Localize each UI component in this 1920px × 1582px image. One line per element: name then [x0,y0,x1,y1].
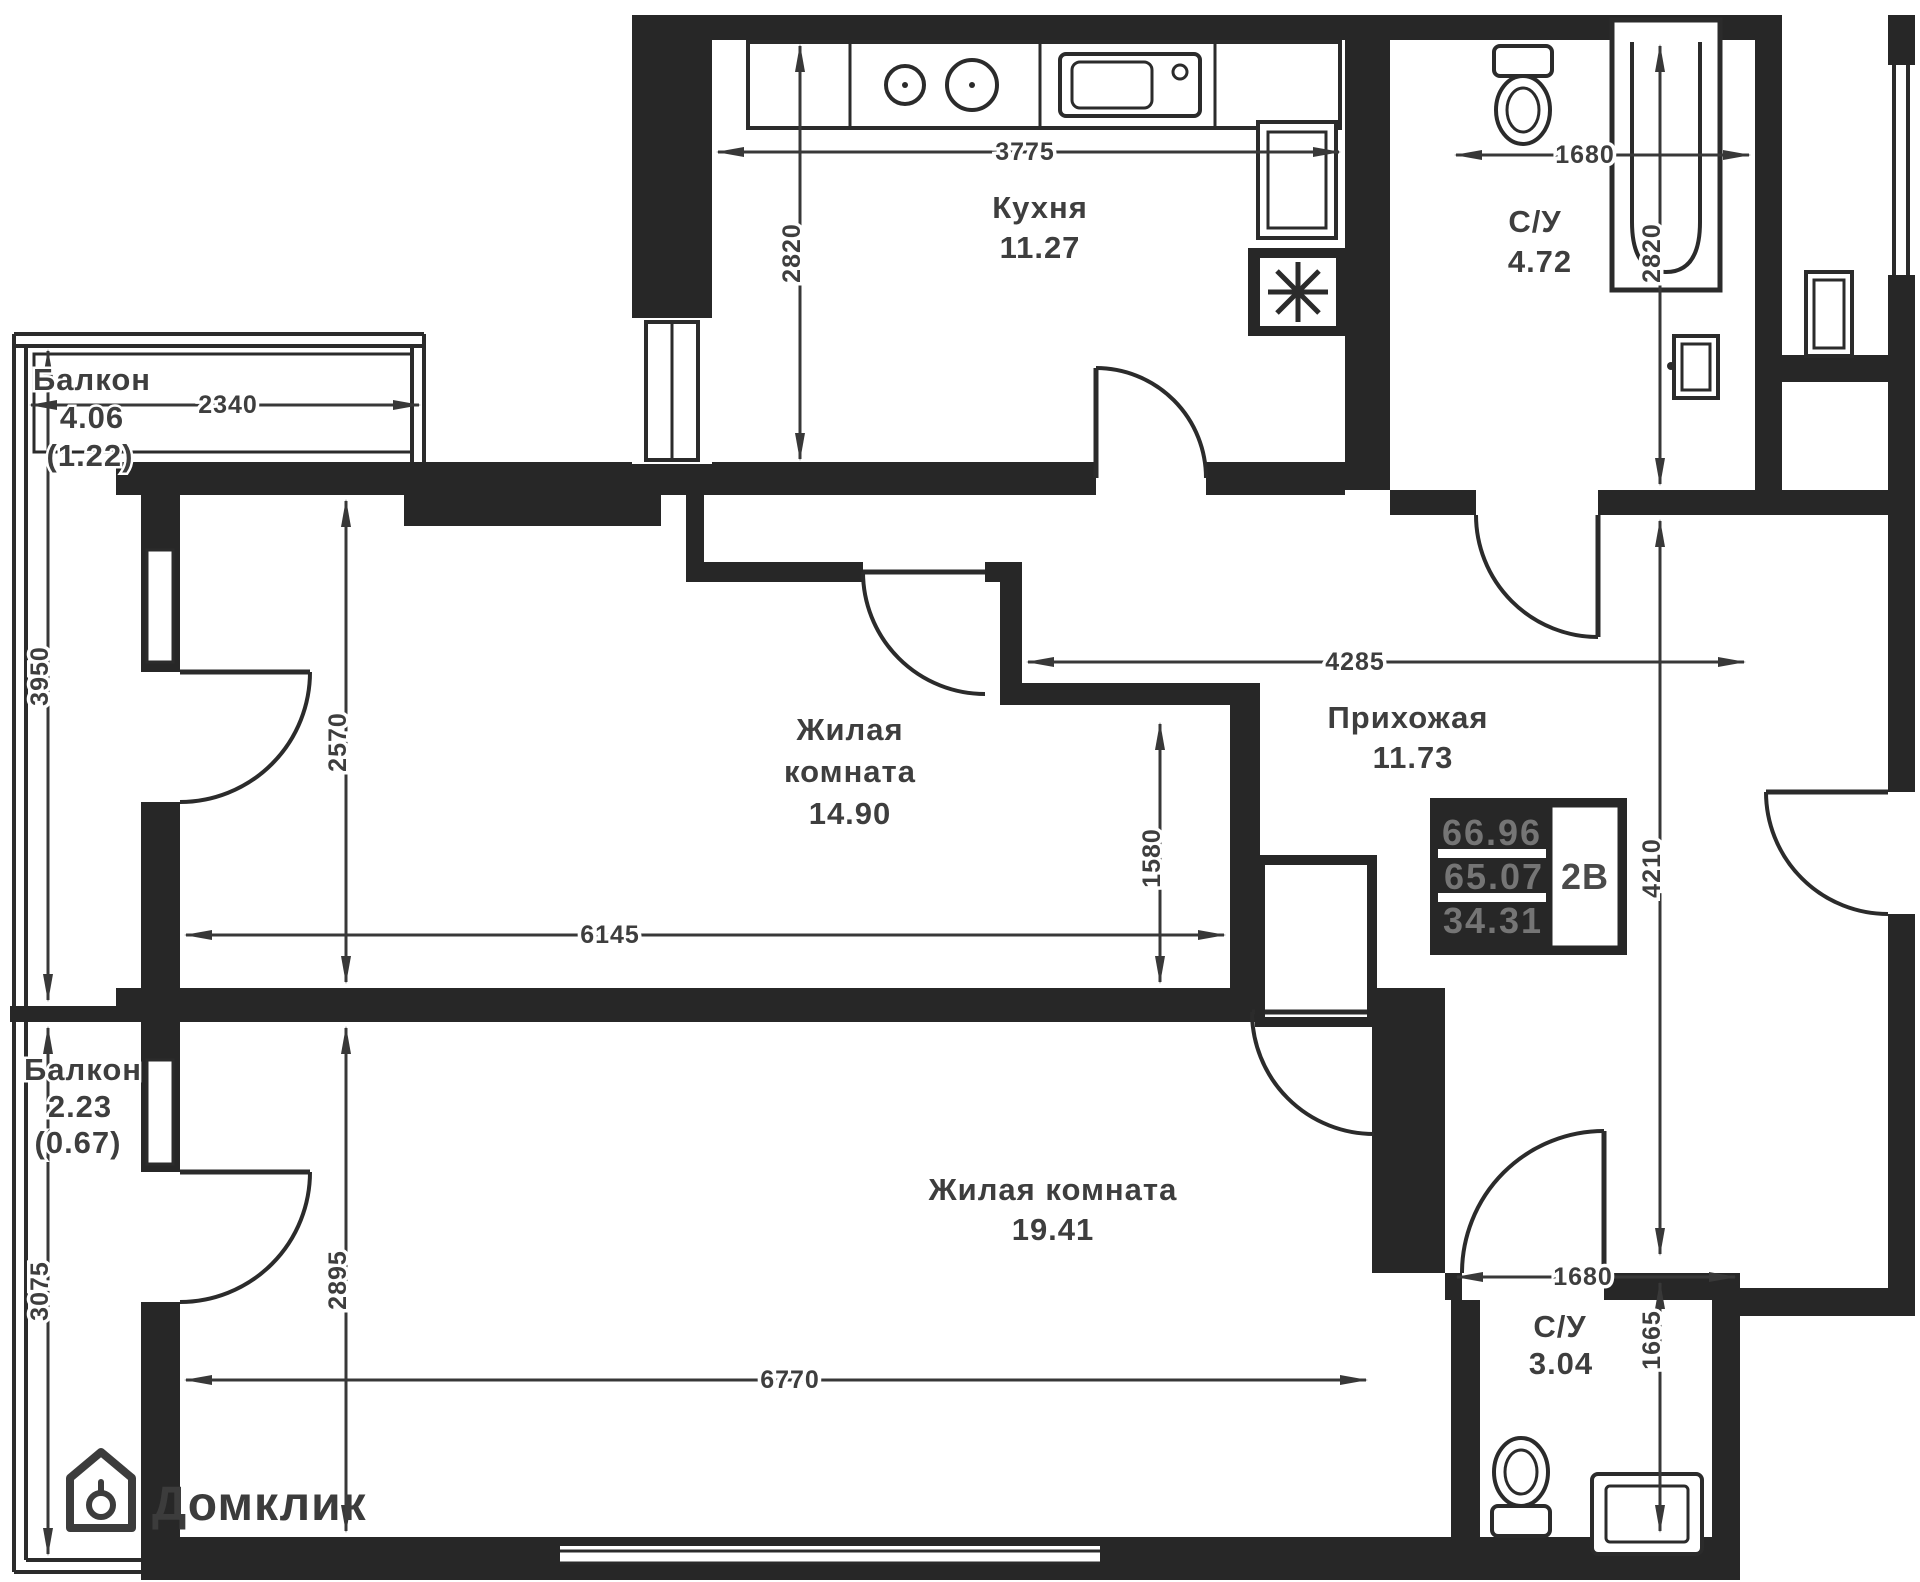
svg-text:Балкон: Балкон [24,1052,142,1087]
svg-text:Балкон: Балкон [33,362,151,397]
svg-text:11.27: 11.27 [1000,230,1081,265]
toilet-bottom-icon [1490,1436,1552,1538]
dim-living2-height: 2895 [324,1250,352,1310]
bay-window [1892,65,1910,275]
brand-logo: Домклик [66,1448,367,1532]
svg-text:(1.22): (1.22) [47,438,134,473]
svg-text:2.23: 2.23 [48,1089,112,1124]
room-labels: Кухня 11.27 С/У 4.72 Балкон 4.06 (1.22) … [22,188,1595,1384]
label-living1: Жилая комната 14.90 [782,710,918,834]
hallway-wardrobe [1255,855,1377,1027]
living2-door [1250,1009,1375,1136]
kitchen-window [632,318,712,464]
living2-balcony-door [179,1169,312,1304]
dimensions: 3775 2820 1680 2820 2340 3950 2570 6145 … [23,44,1751,1556]
dim-bath-top-height: 2820 [1638,223,1666,283]
walls [10,15,1915,1580]
label-bathroom-top: С/У 4.72 [1505,202,1573,282]
area-stamp: 66.96 65.07 34.31 2В [1430,798,1627,955]
svg-text:(0.67): (0.67) [35,1125,122,1160]
svg-text:3.04: 3.04 [1529,1346,1593,1381]
label-balcony-bottom: Балкон 2.23 (0.67) [22,1050,144,1163]
dim-hallway-height: 4210 [1638,838,1666,898]
svg-text:19.41: 19.41 [1012,1212,1095,1247]
svg-text:11.73: 11.73 [1373,740,1454,775]
kitchen-counter [746,40,1342,130]
dim-balcony-bottom-height: 3075 [26,1261,54,1321]
label-balcony-top: Балкон 4.06 (1.22) [31,360,153,476]
svg-text:С/У: С/У [1508,204,1561,239]
radiator-under-tub [1667,334,1720,400]
stamp-total-area: 66.96 [1442,812,1542,853]
dim-bath-top-width: 1680 [1555,141,1615,169]
vent-shaft [1248,248,1348,336]
dim-living1-niche: 1580 [1138,828,1166,888]
dim-living2-width: 6770 [760,1366,820,1394]
dim-bath-bottom-width: 1680 [1553,1263,1613,1291]
living2-window [145,1058,175,1166]
dim-living1-height: 2570 [324,712,352,772]
dim-balcony-top-width: 2340 [198,391,258,419]
living2-bottom-window [560,1546,1100,1565]
fridge-icon [1256,120,1338,240]
entrance-door [1764,789,1889,916]
label-bathroom-bottom: С/У 3.04 [1526,1307,1594,1384]
dim-kitchen-height: 2820 [778,223,806,283]
stove-icon [884,58,999,112]
label-living2: Жилая комната 19.41 [925,1170,1179,1250]
living1-balcony-door [179,669,312,804]
bathroom-top-door [1474,514,1601,639]
stamp-unit-type: 2В [1561,856,1609,897]
dim-living1-width: 6145 [580,921,640,949]
svg-text:С/У: С/У [1533,1309,1586,1344]
svg-text:14.90: 14.90 [809,796,892,831]
svg-text:комната: комната [784,754,916,789]
kitchen-door [1093,366,1208,479]
living1-window [145,548,175,664]
brand-name: Домклик [152,1478,367,1531]
dim-bath-bottom-height: 1665 [1638,1310,1666,1370]
svg-text:Жилая комната: Жилая комната [928,1172,1178,1207]
dim-balcony-top-height: 3950 [26,646,54,706]
balcony-glazing [12,332,426,1574]
svg-text:Кухня: Кухня [992,190,1088,225]
svg-text:4.72: 4.72 [1508,244,1572,279]
stamp-living-area: 34.31 [1443,900,1543,941]
toilet-top-icon [1492,44,1554,146]
dim-kitchen-width: 3775 [995,138,1055,166]
label-hallway: Прихожая 11.73 [1325,698,1490,778]
kitchen-sink-icon [1058,52,1202,118]
svg-text:Жилая: Жилая [795,712,903,747]
svg-text:Прихожая: Прихожая [1328,700,1489,735]
dim-hallway-width: 4285 [1325,648,1385,676]
bay-radiator [1804,270,1854,358]
domclick-house-icon [66,1448,136,1532]
washing-machine-icon [1590,1472,1704,1556]
label-kitchen: Кухня 11.27 [990,188,1090,268]
doors [179,366,1889,1304]
stamp-reduced-area: 65.07 [1444,856,1544,897]
windows [145,65,1910,1565]
svg-text:4.06: 4.06 [60,400,124,435]
bathroom-bottom-door [1460,1129,1607,1274]
living1-door [861,569,986,696]
